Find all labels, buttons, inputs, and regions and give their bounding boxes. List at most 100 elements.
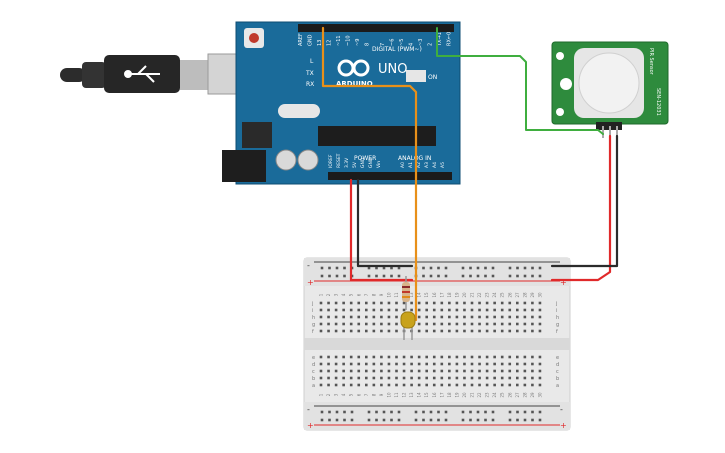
column-label: 4 <box>341 293 346 296</box>
strip-hole <box>508 322 512 326</box>
row-label: d <box>312 362 315 368</box>
strip-hole <box>334 322 338 326</box>
strip-hole <box>485 329 489 333</box>
rail-hole <box>422 266 425 270</box>
rail-hole <box>429 274 433 278</box>
strip-hole <box>493 308 496 312</box>
column-label: 13 <box>409 392 414 398</box>
strip-hole <box>357 315 361 319</box>
strip-hole <box>349 308 353 312</box>
strip-hole <box>334 301 338 305</box>
power-pin-label: 5V <box>352 161 358 168</box>
strip-hole <box>327 355 330 359</box>
rail-hole <box>461 418 465 422</box>
strip-hole <box>448 315 451 319</box>
rail-hole <box>375 274 378 278</box>
reset-button[interactable] <box>249 33 259 43</box>
strip-hole <box>417 329 421 333</box>
rail-plus-bottom-left: + <box>307 421 314 430</box>
column-label: 11 <box>394 292 399 298</box>
strip-hole <box>508 362 512 366</box>
strip-hole <box>357 383 361 387</box>
strip-hole <box>531 376 534 380</box>
row-label: e <box>312 355 315 361</box>
row-label: a <box>556 383 559 389</box>
rail-hole <box>437 418 440 422</box>
strip-hole <box>500 362 504 366</box>
strip-hole <box>327 301 330 305</box>
digital-pin-label: AREF <box>298 33 304 46</box>
strip-hole <box>395 329 398 333</box>
strip-hole <box>538 362 542 366</box>
strip-hole <box>440 369 444 373</box>
column-label: 4 <box>341 393 346 396</box>
digital-pin-label: ~9 <box>355 39 361 46</box>
strip-hole <box>365 355 368 359</box>
microcontroller-chip <box>318 126 436 146</box>
column-label: 7 <box>364 393 369 396</box>
strip-hole <box>417 383 421 387</box>
strip-hole <box>508 355 512 359</box>
rail-hole <box>414 418 418 422</box>
power-pin-label: IOREF <box>328 154 334 168</box>
analog-pin-label: A3 <box>424 162 430 168</box>
strip-hole <box>372 329 376 333</box>
rail-hole <box>523 266 527 270</box>
strip-hole <box>417 369 421 373</box>
strip-hole <box>531 301 534 305</box>
rail-hole <box>328 274 331 278</box>
rail-hole <box>328 410 331 414</box>
strip-hole <box>425 362 428 366</box>
rail-hole <box>390 410 393 414</box>
strip-hole <box>342 383 345 387</box>
rail-hole <box>375 418 378 422</box>
arduino-logo <box>337 59 370 77</box>
strip-hole <box>387 369 391 373</box>
column-label: 28 <box>522 392 527 398</box>
strip-hole <box>417 376 421 380</box>
strip-hole <box>493 383 496 387</box>
strip-hole <box>372 376 376 380</box>
column-label: 14 <box>417 392 422 398</box>
strip-hole <box>516 308 519 312</box>
strip-hole <box>493 362 496 366</box>
strip-hole <box>342 355 345 359</box>
strip-hole <box>402 369 406 373</box>
rail-hole <box>328 266 331 270</box>
strip-hole <box>410 308 413 312</box>
strip-hole <box>493 376 496 380</box>
strip-hole <box>500 376 504 380</box>
digital-pin-label: 8 <box>365 43 371 46</box>
strip-hole <box>319 383 323 387</box>
column-label: 22 <box>477 392 482 398</box>
strip-hole <box>417 355 421 359</box>
strip-hole <box>478 383 481 387</box>
crystal <box>278 104 320 118</box>
strip-hole <box>327 322 330 326</box>
strip-hole <box>365 315 368 319</box>
rail-hole <box>484 274 487 278</box>
wires <box>321 26 619 322</box>
column-label: 16 <box>432 392 437 398</box>
strip-hole <box>538 322 542 326</box>
row-label: c <box>556 369 559 375</box>
strip-hole <box>432 383 436 387</box>
rail-hole <box>320 274 324 278</box>
strip-hole <box>395 383 398 387</box>
rail-hole <box>516 410 519 414</box>
strip-hole <box>463 383 466 387</box>
rail-hole <box>516 274 519 278</box>
pir-dome <box>578 52 640 114</box>
strip-hole <box>365 362 368 366</box>
strip-hole <box>432 315 436 319</box>
strip-hole <box>425 355 428 359</box>
rail-hole <box>320 410 324 414</box>
strip-hole <box>531 308 534 312</box>
strip-hole <box>440 329 444 333</box>
column-label: 30 <box>537 392 542 398</box>
strip-hole <box>508 315 512 319</box>
strip-hole <box>516 301 519 305</box>
strip-hole <box>425 322 428 326</box>
